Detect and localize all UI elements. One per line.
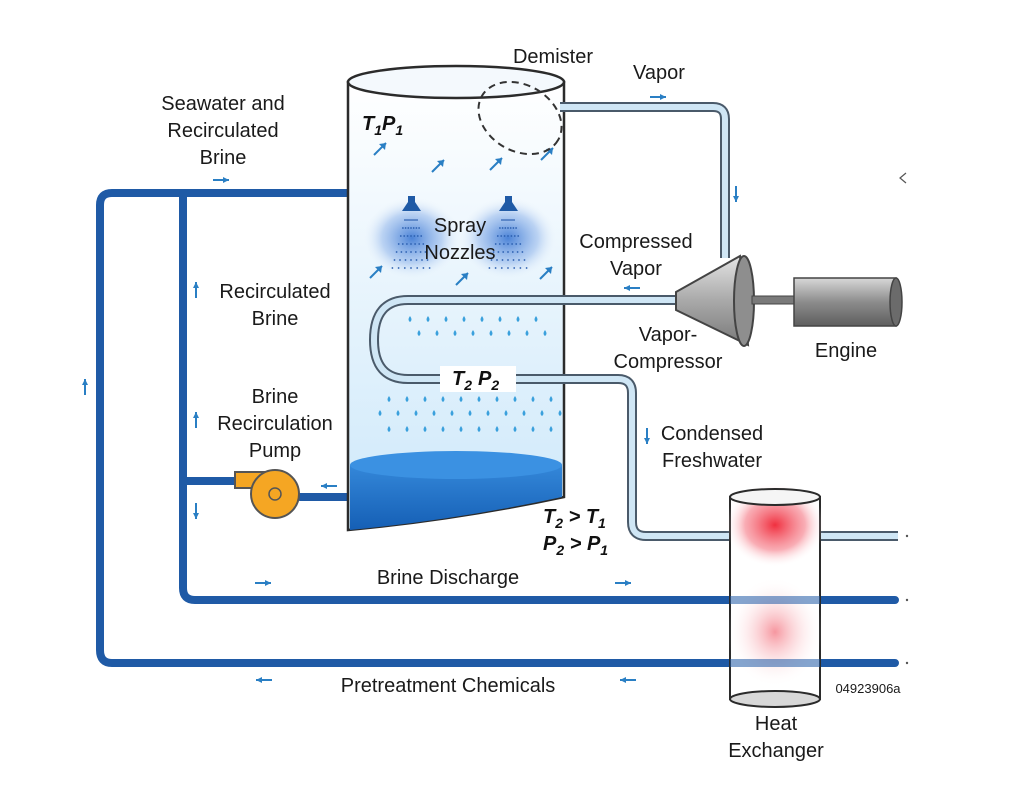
spray-nozzle-right: [499, 196, 518, 211]
compressed-vapor-label-1: Compressed: [579, 231, 692, 253]
condensed-freshwater-label-2: Freshwater: [662, 450, 762, 472]
flow-arrows: [82, 94, 739, 683]
spray-nozzle-left: [402, 196, 421, 211]
pretreatment-label: Pretreatment Chemicals: [341, 675, 556, 697]
brine-discharge-pipe: [179, 189, 899, 604]
flow-arrow: [624, 285, 640, 291]
pump-label-1: Brine: [252, 386, 299, 408]
spray-glow-right: [458, 196, 558, 280]
flow-arrow: [650, 94, 666, 100]
hx-pipes-overlay: [730, 596, 820, 667]
flow-arrow: [615, 580, 631, 586]
flow-arrow: [213, 177, 229, 183]
heat-exchanger-label-1: Heat: [755, 713, 798, 735]
demister-label: Demister: [513, 46, 593, 68]
vapor-arrow: [539, 266, 553, 280]
pump-label-2: Recirculation: [217, 413, 333, 435]
flow-arrow: [193, 412, 199, 428]
seawater-label-3: Brine: [200, 147, 247, 169]
brine-recirculation-pump: [234, 469, 300, 519]
vapor-flow-arrows: [369, 142, 554, 286]
seawater-label-1: Seawater and: [161, 93, 284, 115]
pump-label-3: Pump: [249, 440, 301, 462]
flow-arrow: [255, 580, 271, 586]
pressure-condition: P2 > P1: [543, 533, 608, 558]
condenser-coil-pipe: [369, 295, 898, 541]
vapor-arrow: [369, 265, 383, 279]
engine: [793, 277, 903, 327]
flow-arrow: [256, 677, 272, 683]
vapor-label: Vapor: [633, 62, 685, 84]
flow-arrow: [733, 186, 739, 202]
spray-glow-left: [362, 196, 462, 280]
flow-arrow: [193, 282, 199, 298]
heat-exchanger: [725, 483, 825, 708]
evaporator-vessel: [346, 64, 566, 532]
t2p2-label-bg: [440, 366, 516, 392]
condensed-freshwater-label-1: Condensed: [661, 423, 763, 445]
demister: [477, 80, 563, 156]
recirculated-brine-label-1: Recirculated: [219, 281, 330, 303]
compressed-vapor-label-2: Vapor: [610, 258, 662, 280]
flow-arrow: [193, 503, 199, 519]
flow-arrow: [620, 677, 636, 683]
heat-exchanger-label-2: Exchanger: [728, 740, 824, 762]
vapor-arrow: [373, 142, 387, 156]
seawater-label-2: Recirculated: [167, 120, 278, 142]
engine-label: Engine: [815, 340, 877, 362]
vapor-compressor-label-1: Vapor-: [639, 324, 698, 346]
vapor-arrow: [431, 159, 445, 173]
brine-discharge-label: Brine Discharge: [377, 567, 519, 589]
vapor-pipe: [560, 102, 730, 258]
flow-arrow: [644, 428, 650, 444]
spray-label-2: Nozzles: [424, 242, 495, 264]
figure-id: 04923906a: [835, 681, 901, 696]
flow-arrow: [321, 483, 337, 489]
droplets: [378, 316, 562, 432]
t1p1-label: T1P1: [362, 113, 403, 138]
edge-ticks: [899, 172, 909, 665]
vapor-arrow: [489, 157, 503, 171]
spray-dots: [391, 219, 528, 269]
shaft: [751, 295, 799, 305]
flow-arrow: [82, 379, 88, 395]
vapor-arrow: [455, 272, 469, 286]
vapor-compressor-label-2: Compressor: [614, 351, 723, 373]
recirculated-brine-label-2: Brine: [252, 308, 299, 330]
spray-label-1: Spray: [434, 215, 486, 237]
temperature-condition: T2 > T1: [543, 506, 606, 531]
seawater-pipe: [96, 189, 899, 667]
